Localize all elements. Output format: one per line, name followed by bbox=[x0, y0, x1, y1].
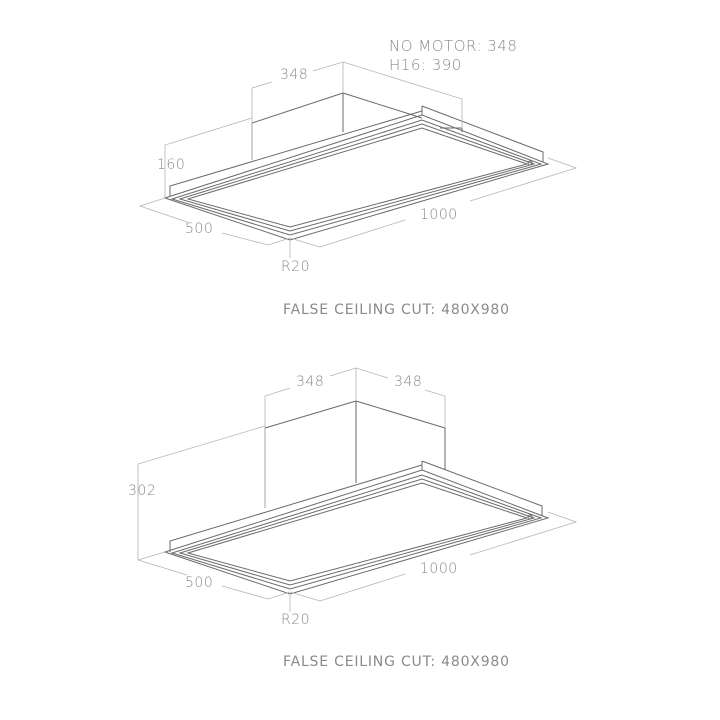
top-dim-length: 1000 bbox=[420, 207, 458, 223]
bottom-dim-depth: 500 bbox=[185, 575, 214, 591]
note-no-motor: NO MOTOR: 348 bbox=[389, 37, 518, 55]
bottom-dim-length: 1000 bbox=[420, 561, 458, 577]
top-dim-height: 160 bbox=[157, 157, 186, 173]
bottom-dim-motor-width-right: 348 bbox=[394, 374, 423, 390]
bottom-dim-radius: R20 bbox=[281, 612, 311, 628]
bottom-dim-height: 302 bbox=[128, 483, 157, 499]
top-dim-motor-width: 348 bbox=[280, 67, 309, 83]
top-frame bbox=[163, 105, 550, 241]
bottom-dimension-lines bbox=[137, 367, 578, 612]
note-h16: H16: 390 bbox=[389, 56, 462, 74]
top-dim-radius: R20 bbox=[281, 259, 311, 275]
top-caption-false-ceiling-cut: FALSE CEILING CUT: 480X980 bbox=[283, 302, 510, 318]
top-hood-drawing bbox=[138, 61, 578, 258]
bottom-frame bbox=[163, 460, 550, 595]
top-dim-depth: 500 bbox=[185, 221, 214, 237]
bottom-caption-false-ceiling-cut: FALSE CEILING CUT: 480X980 bbox=[283, 654, 510, 670]
bottom-hood-drawing bbox=[137, 367, 578, 612]
bottom-motor-box bbox=[264, 400, 446, 508]
bottom-dim-motor-width-left: 348 bbox=[296, 374, 325, 390]
top-motor-box bbox=[251, 92, 463, 160]
top-dimension-lines bbox=[138, 61, 578, 258]
